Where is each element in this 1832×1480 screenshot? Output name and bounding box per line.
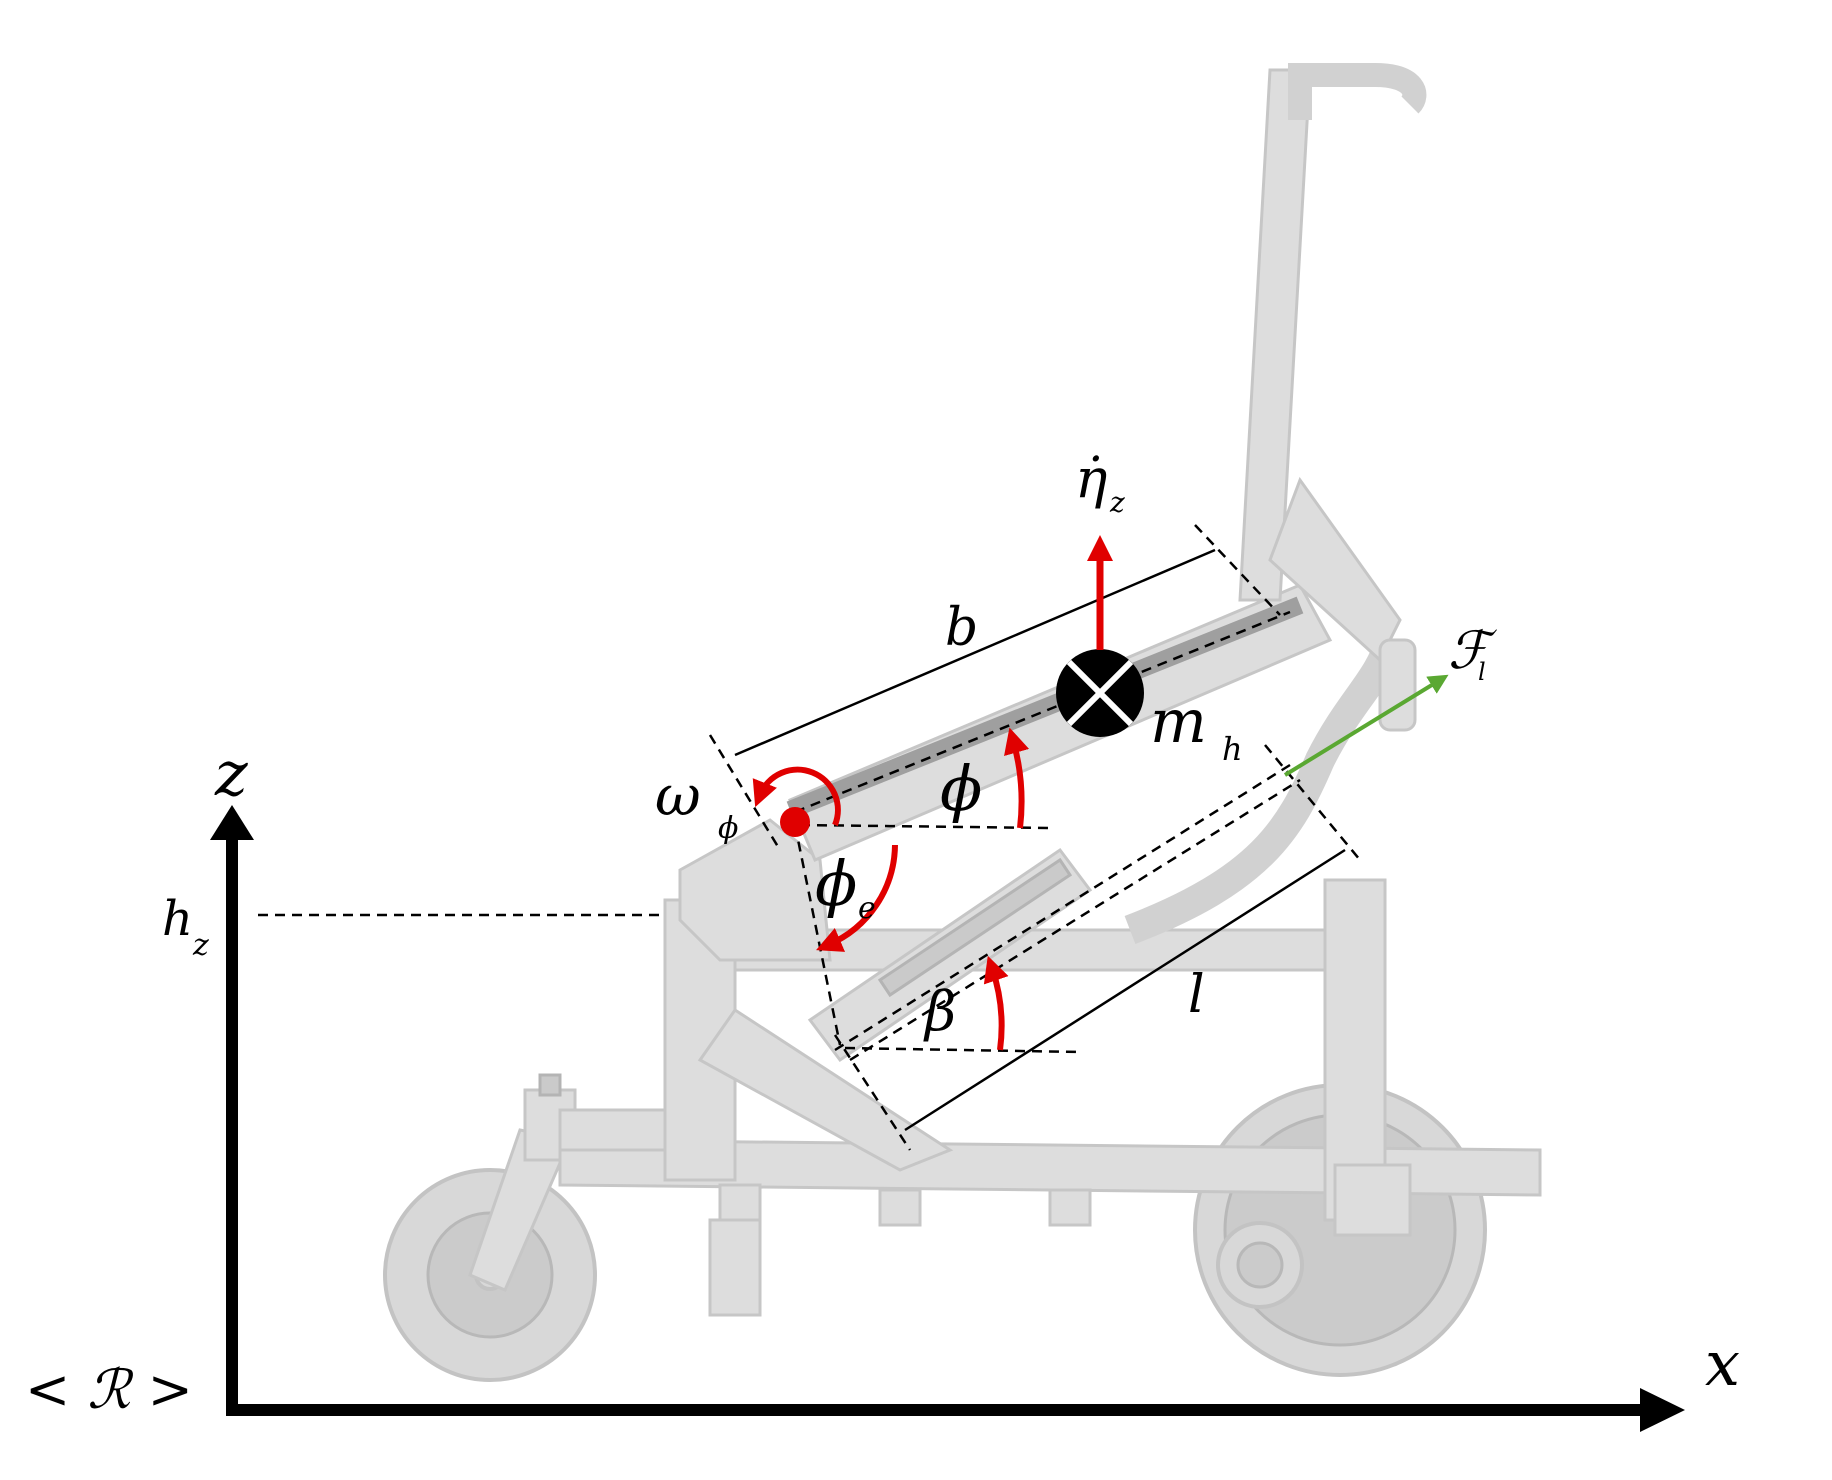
eta-z-subscript: z [1109,486,1125,519]
angle-phi: ϕ [940,727,1030,829]
beta-label: β [923,980,956,1043]
pivot-omega: ω ϕ [655,764,841,846]
angle-phi-e: ϕ e [815,844,898,952]
angle-beta: β [923,955,1009,1051]
x-axis: x [226,1327,1740,1432]
height-hz-indicator: h z [162,891,665,963]
velocity-eta-z-arrow: η̇ z [1075,447,1125,650]
eta-z-label: η̇ [1075,447,1107,510]
dimension-l: l [833,744,1361,1151]
b-label: b [945,598,978,658]
l-label: l [1188,965,1205,1025]
omega-label: ω [655,764,701,829]
wheelchair-illustration [383,63,1542,1382]
mh-label: m [1150,687,1207,757]
Fl-label: ℱ [1448,621,1497,681]
front-caster-wheel [383,1073,597,1382]
mh-subscript: h [1222,730,1243,768]
phi-label: ϕ [940,752,982,825]
Fl-subscript: l [1478,658,1486,686]
z-axis-label: z [214,737,248,810]
reference-frame-label: < ℛ > [25,1358,193,1421]
hz-label: h [162,891,193,947]
hz-subscript: z [192,928,209,963]
phi-e-label: ϕ [815,847,857,920]
pivot-dot-icon [780,807,810,837]
mass-mh: m h [1056,649,1243,768]
omega-subscript: ϕ [718,811,738,846]
geometry-dashed-lines [793,610,1301,1062]
force-Fl-arrow: ℱ l [1283,621,1497,777]
z-axis: z [210,737,254,1415]
dimension-b: b [708,524,1281,851]
phi-e-subscript: e [858,891,876,926]
x-axis-label: x [1705,1327,1740,1400]
